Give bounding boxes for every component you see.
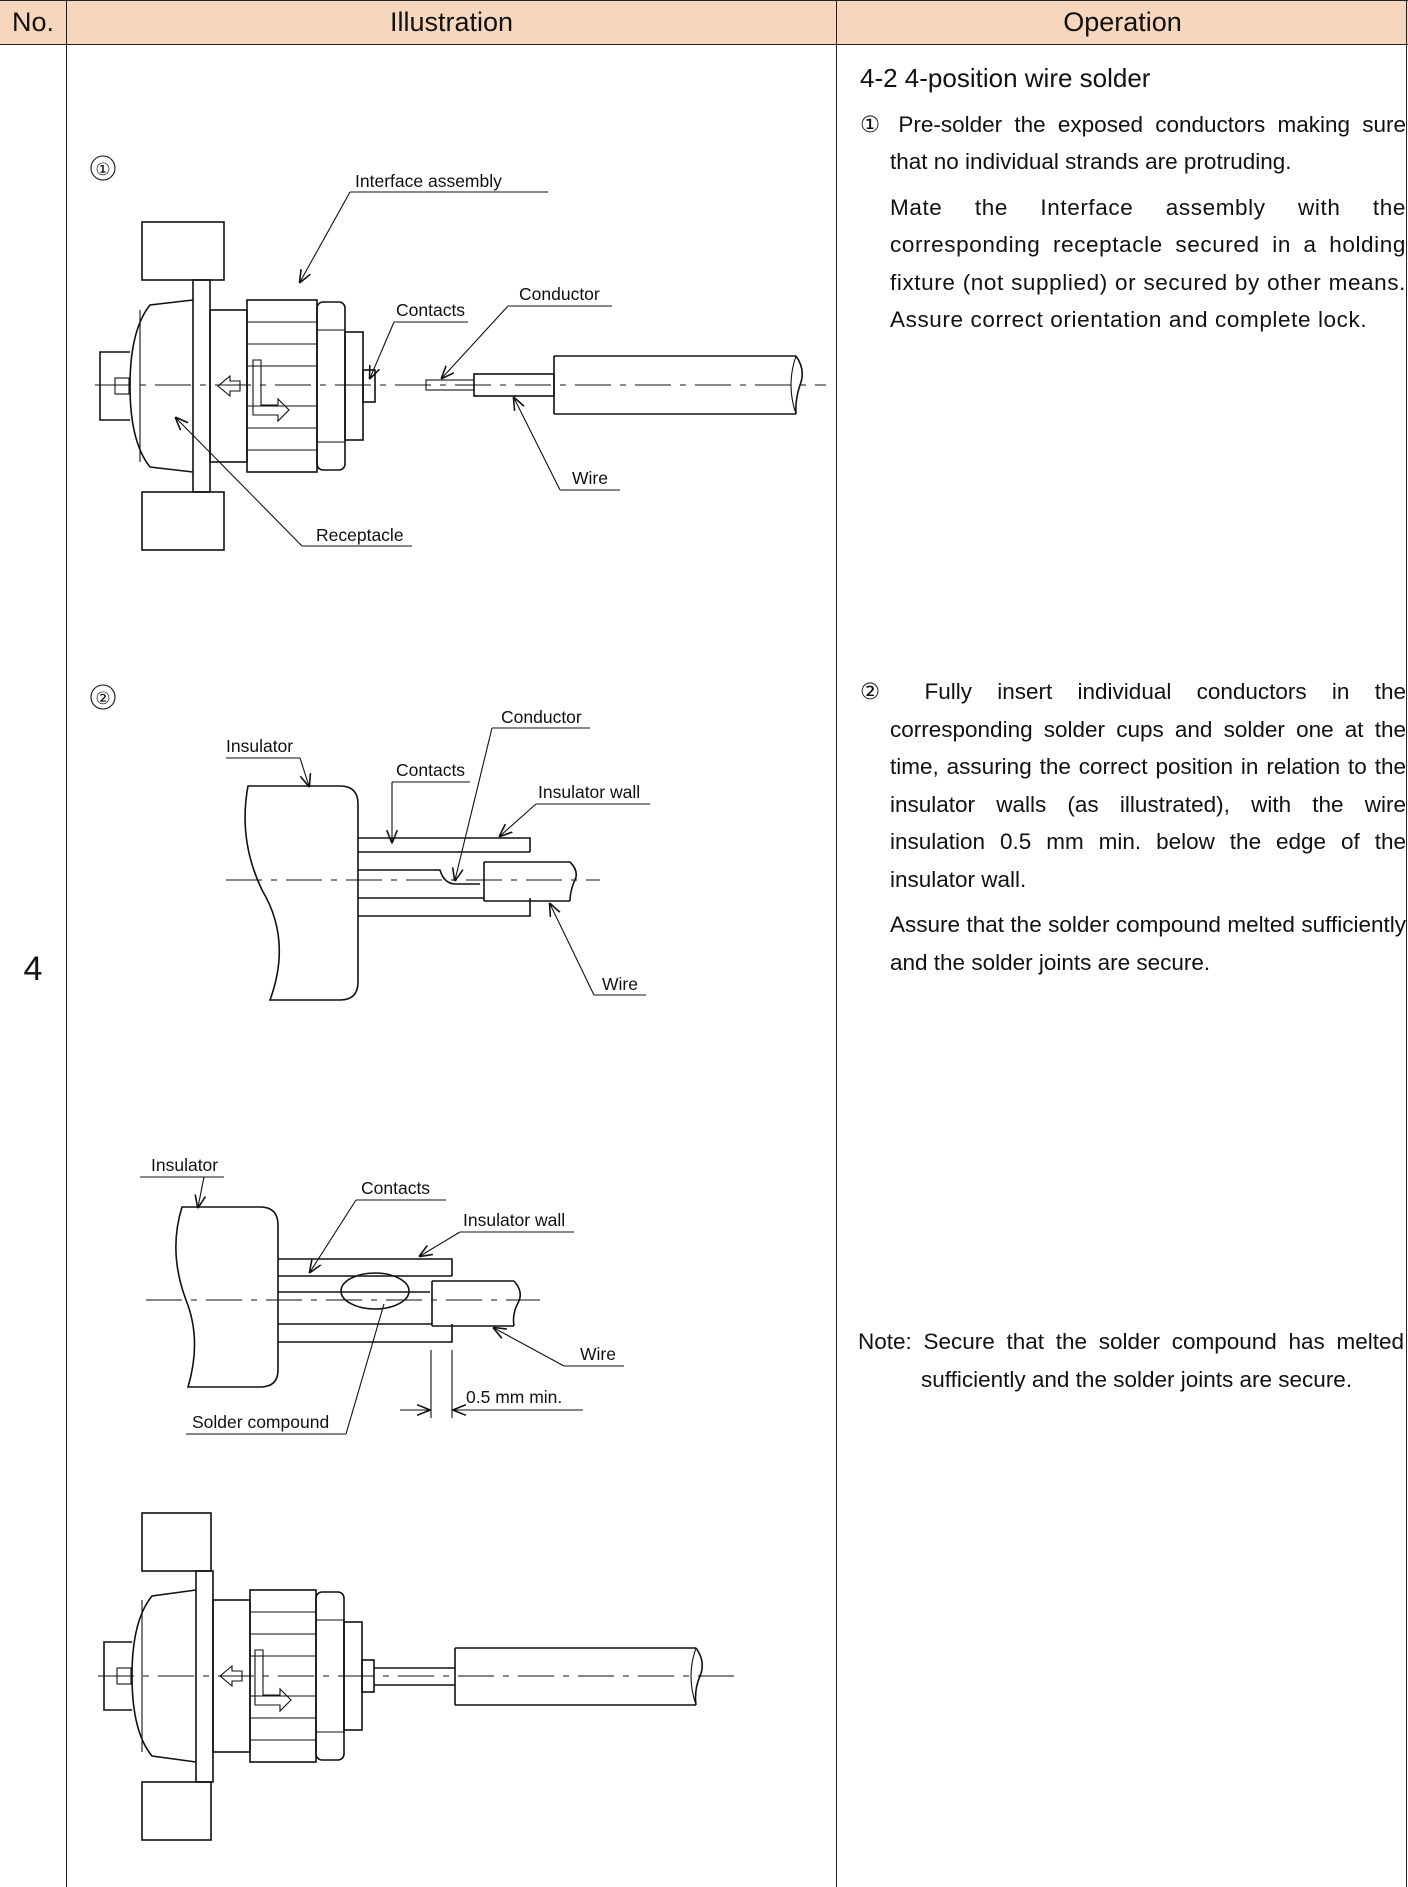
step-2-text: ② Fully insert individual conductors in … [860, 673, 1406, 898]
figure-2-solder-cup: ② Insulator Contacts Conductor [90, 684, 650, 1001]
operation-step-2: ② Fully insert individual conductors in … [860, 673, 1406, 981]
header-illustration: Illustration [67, 1, 836, 45]
fig1-marker: ① [95, 160, 110, 179]
fig1-label-interface-assembly: Interface assembly [355, 171, 502, 191]
figure-3-solder-joint: 0.5 mm min. Insulator Contacts Insulator… [140, 1155, 624, 1435]
fig1-label-conductor: Conductor [519, 284, 600, 304]
fig2-label-conductor: Conductor [501, 707, 582, 727]
table-right-border [1406, 0, 1407, 1887]
fig3-label-insulator: Insulator [151, 1155, 218, 1175]
fig3-label-dimension: 0.5 mm min. [466, 1387, 562, 1407]
fig2-label-wire: Wire [602, 974, 638, 994]
note-text: Note: Secure that the solder compound ha… [858, 1323, 1404, 1398]
fig1-label-contacts: Contacts [396, 300, 465, 320]
fig3-label-wire: Wire [580, 1344, 616, 1364]
note-label: Note: [858, 1329, 912, 1354]
fig3-label-solder-compound: Solder compound [192, 1412, 329, 1432]
fig1-label-wire: Wire [572, 468, 608, 488]
step-2-marker: ② [860, 679, 900, 704]
figure-4-assembled [98, 1512, 736, 1841]
operation-step-1: 4-2 4-position wire solder ① Pre-solder … [860, 60, 1406, 339]
step-number: 4 [23, 950, 43, 988]
column-divider-operation [836, 0, 837, 1887]
figure-1-mating: ① [90, 155, 826, 551]
step-1-marker: ① [860, 111, 887, 137]
step-1-text-2: Mate the Interface assembly with the cor… [890, 194, 1406, 333]
step-1-text: ① Pre-solder the exposed conductors maki… [860, 106, 1406, 181]
table-top-border [0, 0, 1408, 1]
header-operation: Operation [837, 1, 1408, 45]
step-2-text-body: Fully insert individual conductors in th… [890, 679, 1406, 892]
illustration-column: ① [90, 155, 826, 1841]
fig3-label-contacts: Contacts [361, 1178, 430, 1198]
fig2-label-insulator-wall: Insulator wall [538, 782, 640, 802]
fig1-label-receptacle: Receptacle [316, 525, 404, 545]
section-title: 4-2 4-position wire solder [860, 63, 1151, 93]
column-divider-no [66, 0, 67, 1887]
fig3-label-insulator-wall: Insulator wall [463, 1210, 565, 1230]
operation-note: Note: Secure that the solder compound ha… [858, 1323, 1404, 1398]
fig2-label-insulator: Insulator [226, 736, 293, 756]
step-2-text-2: Assure that the solder compound melted s… [890, 912, 1406, 975]
step-1-text-body: Pre-solder the exposed conductors making… [890, 111, 1406, 175]
fig2-marker: ② [95, 689, 110, 708]
note-text-body: Secure that the solder compound has melt… [921, 1329, 1404, 1392]
header-no: No. [0, 1, 66, 45]
fig2-label-contacts: Contacts [396, 760, 465, 780]
